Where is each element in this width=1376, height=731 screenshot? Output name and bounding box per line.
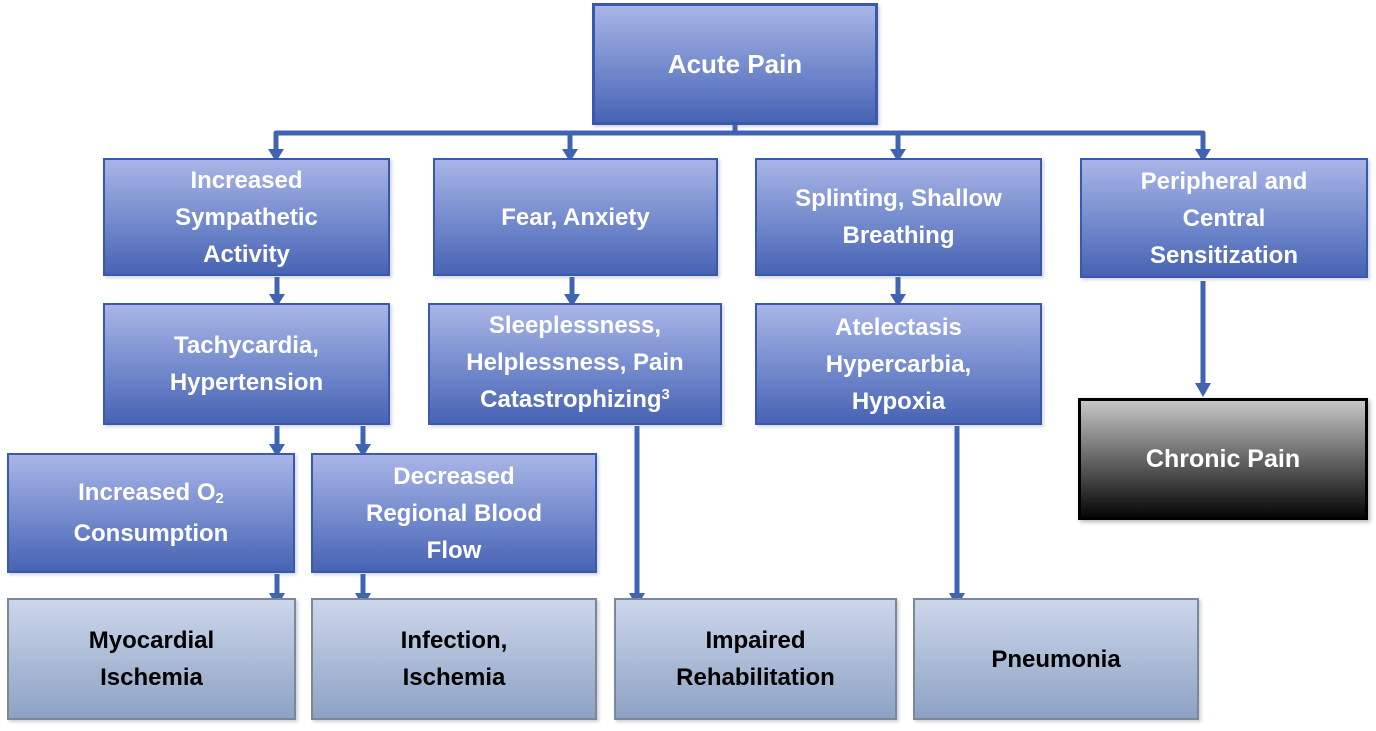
node-decreased-regional-blood-flow: Decreased Regional Blood Flow <box>311 453 597 573</box>
arrowhead-to-sensitization <box>1195 149 1211 162</box>
arrowhead-to-tachycardia <box>269 294 285 307</box>
arrowhead-to-fear <box>562 149 578 162</box>
arrowhead-to-splinting <box>890 149 906 162</box>
node-acute-pain-label: Acute Pain <box>667 48 803 79</box>
arrowhead-to-sympathetic <box>268 149 284 162</box>
node-tachycardia-hypertension: Tachycardia, Hypertension <box>103 303 390 425</box>
node-pneumonia: Pneumonia <box>913 598 1199 720</box>
arrowhead-to-atelectasis <box>890 294 906 307</box>
node-sleeplessness-helplessness-catastrophizing: Sleeplessness, Helplessness, Pain Catast… <box>428 303 722 425</box>
node-o2-subscript: 2 <box>215 491 224 508</box>
node-sleeplessness-label-wrap: Sleeplessness, Helplessness, Pain Catast… <box>466 307 683 422</box>
node-impaired-rehabilitation-label: Impaired Rehabilitation <box>676 627 835 691</box>
arrowhead-to-o2 <box>269 444 285 457</box>
node-sleeplessness-superscript: 3 <box>661 387 670 404</box>
arrowhead-to-chronic-pain <box>1195 383 1211 397</box>
node-increased-sympathetic-activity: Increased Sympathetic Activity <box>103 158 390 276</box>
node-impaired-rehabilitation: Impaired Rehabilitation <box>614 598 897 720</box>
node-increased-sympathetic-activity-label: Increased Sympathetic Activity <box>175 166 318 268</box>
arrowhead-to-blood-flow <box>355 444 371 457</box>
node-myocardial-ischemia: Myocardial Ischemia <box>7 598 296 720</box>
node-splinting-shallow-breathing-label: Splinting, Shallow Breathing <box>795 185 1002 249</box>
node-myocardial-ischemia-label: Myocardial Ischemia <box>88 627 215 691</box>
node-fear-anxiety-label: Fear, Anxiety <box>501 203 650 231</box>
node-chronic-pain-label: Chronic Pain <box>1145 445 1301 473</box>
node-fear-anxiety: Fear, Anxiety <box>433 158 718 276</box>
node-splinting-shallow-breathing: Splinting, Shallow Breathing <box>755 158 1042 276</box>
node-o2-label-line1: Increased O <box>78 479 216 506</box>
node-acute-pain: Acute Pain <box>592 3 878 125</box>
node-decreased-regional-blood-flow-label: Decreased Regional Blood Flow <box>366 462 542 564</box>
node-tachycardia-hypertension-label: Tachycardia, Hypertension <box>169 332 324 396</box>
node-pneumonia-label: Pneumonia <box>991 645 1121 673</box>
node-peripheral-central-sensitization-label: Peripheral and Central Sensitization <box>1140 167 1308 269</box>
node-sleeplessness-label: Sleeplessness, Helplessness, Pain Catast… <box>466 311 684 413</box>
arrowhead-to-sleeplessness <box>564 294 580 307</box>
node-chronic-pain: Chronic Pain <box>1078 398 1368 520</box>
node-atelectasis-label: Atelectasis Hypercarbia, Hypoxia <box>825 313 972 415</box>
node-o2-label-line2: Consumption <box>73 520 229 547</box>
edge-acute-pain-branches <box>273 123 1206 151</box>
node-infection-ischemia-label: Infection, Ischemia <box>400 627 508 691</box>
node-infection-ischemia: Infection, Ischemia <box>311 598 597 720</box>
node-peripheral-central-sensitization: Peripheral and Central Sensitization <box>1080 158 1368 278</box>
node-atelectasis-hypercarbia-hypoxia: Atelectasis Hypercarbia, Hypoxia <box>755 303 1042 425</box>
